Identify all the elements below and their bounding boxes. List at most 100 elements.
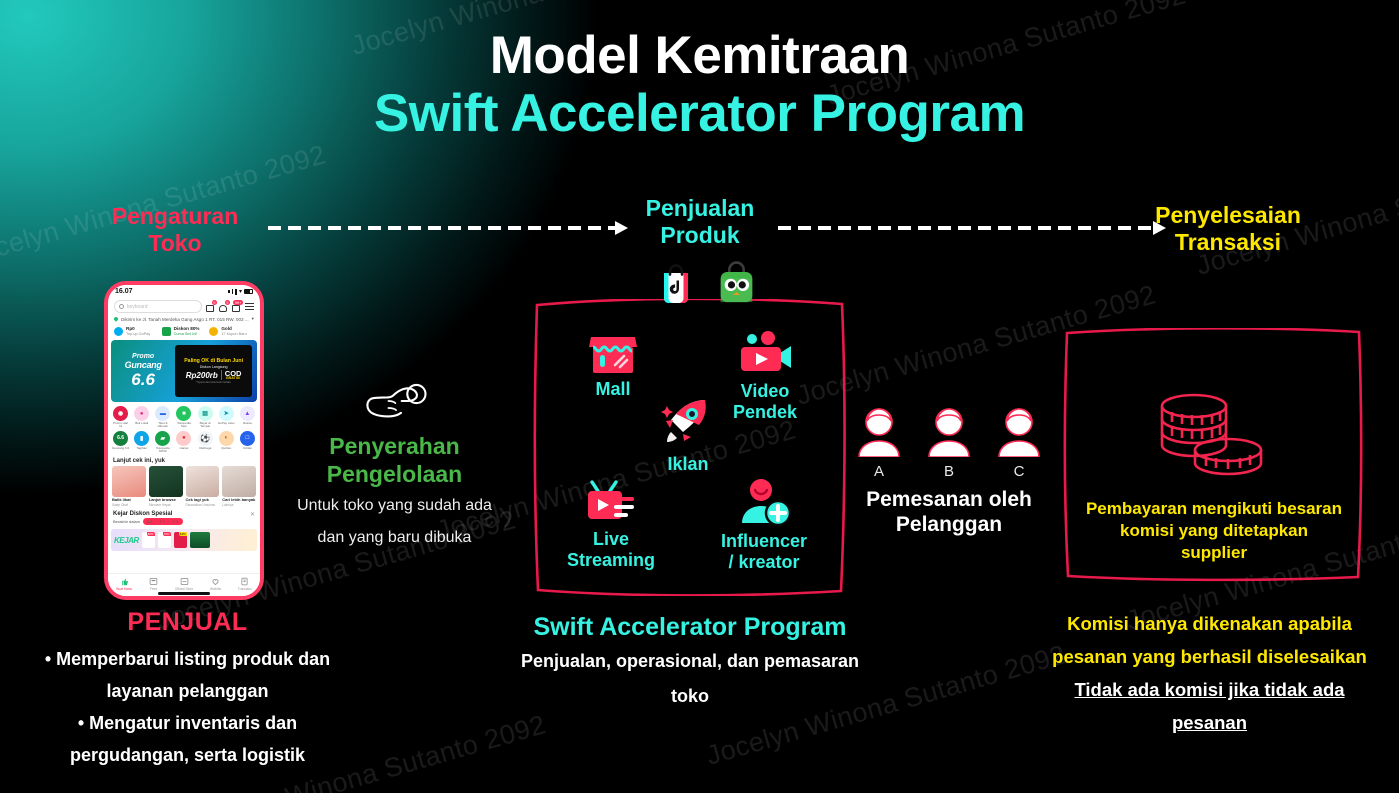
handover-sub-line-1: Untuk toko yang sudah ada bbox=[297, 497, 492, 515]
category-item[interactable]: ▰Tokopedia NOW! bbox=[153, 430, 172, 454]
category-label: Promo Hari Ini bbox=[112, 421, 129, 429]
message-icon[interactable]: 9 bbox=[206, 300, 217, 312]
banner-cod-sub: GRATIS! bbox=[225, 375, 241, 380]
search-placeholder: keyboard bbox=[127, 303, 148, 310]
channel-influencer-kreator[interactable]: Influencer / kreator bbox=[699, 477, 829, 572]
handover-heading-line-2: Pengelolaan bbox=[326, 460, 463, 487]
category-item[interactable]: ■Tokopedia Seru bbox=[174, 406, 193, 429]
category-item[interactable]: ▲Reksa bbox=[238, 406, 257, 429]
category-item[interactable]: ●Beli Lokal bbox=[132, 406, 151, 429]
category-item[interactable]: ●Hantel bbox=[174, 430, 193, 454]
settlement-caption-line-3: supplier bbox=[1180, 542, 1248, 562]
close-icon[interactable]: ✕ bbox=[249, 512, 255, 519]
phone-delivery-address[interactable]: Dikirim ke Jl. Tanah Merdeka Gang Asgo 1… bbox=[108, 315, 260, 323]
product-card[interactable]: Cari lebih banyak Lainnya bbox=[222, 466, 256, 507]
category-icon: ■ bbox=[176, 406, 192, 422]
nav-item-transaksi[interactable]: Transaksi bbox=[238, 577, 252, 591]
commission-line-2: pesanan yang berhasil diselesaikan bbox=[1052, 645, 1367, 667]
nav-item-official-store[interactable]: Official Store bbox=[175, 577, 193, 591]
quick-sub: Top-up GoPay bbox=[126, 331, 151, 336]
category-label: Tokopedia Seru bbox=[177, 421, 191, 429]
settlement-box bbox=[1063, 328, 1363, 582]
product-sub: Disarankan Untukmu bbox=[185, 503, 216, 508]
customer-letter: B bbox=[943, 463, 954, 480]
slide-title: Model Kemitraan Swift Accelerator Progra… bbox=[0, 26, 1399, 144]
nav-item-wishlist[interactable]: Wishlist bbox=[210, 577, 221, 591]
category-item[interactable]: □Cicilan bbox=[238, 430, 257, 454]
channel-mall[interactable]: Mall bbox=[553, 331, 673, 400]
category-item[interactable]: ▬Tiket & Hiburan bbox=[153, 406, 172, 429]
product-card[interactable]: Cek lagi yuk Disarankan Untukmu bbox=[185, 466, 220, 508]
thumbs-up-icon bbox=[122, 578, 128, 586]
category-label: Hantel bbox=[179, 445, 189, 450]
stage-heading-line-1: Penjualan bbox=[645, 195, 755, 221]
nav-item-buat-kamu[interactable]: Buat Kamu bbox=[116, 577, 132, 591]
heart-icon bbox=[212, 579, 219, 585]
stage-heading-line-2: Toko bbox=[148, 229, 202, 256]
channel-iklan[interactable]: Iklan bbox=[623, 394, 753, 475]
sales-channel-grid: Mall Video Pendek Iklan bbox=[533, 299, 847, 596]
notification-icon[interactable]: 9 bbox=[219, 300, 230, 312]
category-item[interactable]: ▮Tagihan bbox=[132, 430, 151, 454]
channel-label-2: Streaming bbox=[566, 549, 656, 570]
hamburger-menu-icon[interactable] bbox=[245, 303, 254, 310]
cart-icon[interactable]: 99+ bbox=[232, 300, 243, 312]
bottom-right-block: Komisi hanya dikenakan apabila pesanan y… bbox=[1020, 608, 1399, 740]
category-item[interactable]: ➤GoPay Later bbox=[217, 406, 236, 429]
channel-video-pendek[interactable]: Video Pendek bbox=[701, 331, 829, 422]
search-icon bbox=[119, 304, 124, 309]
banner-promo-label: Promo bbox=[132, 352, 155, 360]
product-sub: Skincare Hepat bbox=[148, 503, 171, 508]
bottom-left-block: PENJUAL • Memperbarui listing produk dan… bbox=[0, 608, 375, 771]
category-icon: ▮ bbox=[134, 430, 150, 446]
phone-promo-strip[interactable]: KEJAR 80% 70% 64% bbox=[111, 529, 257, 552]
badge-count: 9 bbox=[211, 300, 217, 305]
phone-search-row: keyboard 9 9 99+ bbox=[108, 298, 260, 315]
handover-sub-line-2: dan yang baru dibuka bbox=[317, 529, 472, 547]
category-item[interactable]: ◐Qurban bbox=[217, 430, 236, 454]
video-camera-icon bbox=[741, 331, 791, 371]
feed-icon bbox=[149, 578, 158, 585]
channel-live-streaming[interactable]: Live Streaming bbox=[551, 479, 671, 570]
add-person-icon bbox=[742, 479, 792, 527]
coins-stack-icon bbox=[1160, 393, 1263, 476]
product-card[interactable]: Balik likat Salep Obat bbox=[112, 466, 146, 507]
customer-letter: C bbox=[1013, 463, 1025, 480]
product-sub: Lainnya bbox=[222, 503, 234, 508]
quick-title: Rp0 bbox=[126, 326, 135, 331]
customer-letter: A bbox=[873, 463, 884, 480]
category-icon: ● bbox=[176, 430, 192, 446]
phone-promo-row: Kejar Diskon Spesial Berakhir dalam 00 :… bbox=[108, 507, 260, 527]
phone-product-cards: Balik likat Salep Obat Lanjut browse Ski… bbox=[108, 466, 260, 507]
title-line-2: Swift Accelerator Program bbox=[373, 84, 1026, 144]
nav-label: Feed bbox=[149, 587, 158, 591]
sport-icon: ⚽ bbox=[197, 430, 213, 446]
program-heading: Swift Accelerator Program bbox=[533, 613, 847, 641]
pointing-hand-icon bbox=[366, 383, 427, 418]
quick-title: Diskon 80% bbox=[173, 326, 200, 331]
banner-sub: Diskon Langsung bbox=[199, 364, 228, 369]
category-item[interactable]: ◉Promo Hari Ini bbox=[111, 406, 130, 429]
nav-item-feed[interactable]: Feed bbox=[149, 577, 158, 591]
title-line-1: Model Kemitraan bbox=[489, 26, 910, 85]
category-icon: ➤ bbox=[218, 406, 234, 422]
search-input[interactable]: keyboard bbox=[114, 300, 202, 313]
product-card[interactable]: Lanjut browse Skincare Hepat bbox=[148, 466, 183, 508]
quick-sub: Cuma Sini Ini! bbox=[173, 331, 198, 336]
settlement-caption-line-1: Pembayaran mengikuti besaran bbox=[1085, 499, 1343, 518]
quick-sub: 17 Kupon Baru bbox=[221, 331, 247, 336]
category-item[interactable]: ⚽Olahraga bbox=[196, 430, 215, 454]
phone-promo-banner[interactable]: Promo Guncang 6.6 Paling OK di Bulan Jun… bbox=[111, 340, 257, 403]
channel-label: Iklan bbox=[667, 454, 709, 474]
commission-line-3: Tidak ada komisi jika tidak ada bbox=[1074, 678, 1345, 700]
nav-label: Wishlist bbox=[209, 587, 221, 591]
quick-action-item[interactable]: Diskon 80%Cuma Sini Ini! bbox=[161, 326, 207, 336]
category-item[interactable]: ▤Bayar di Tempat bbox=[196, 406, 215, 429]
tokopedia-icon bbox=[720, 261, 753, 303]
channel-label: Mall bbox=[595, 379, 631, 399]
settlement-caption-line-2: komisi yang ditetapkan bbox=[1120, 520, 1308, 540]
category-label: Guncang 6.6 bbox=[111, 445, 130, 450]
